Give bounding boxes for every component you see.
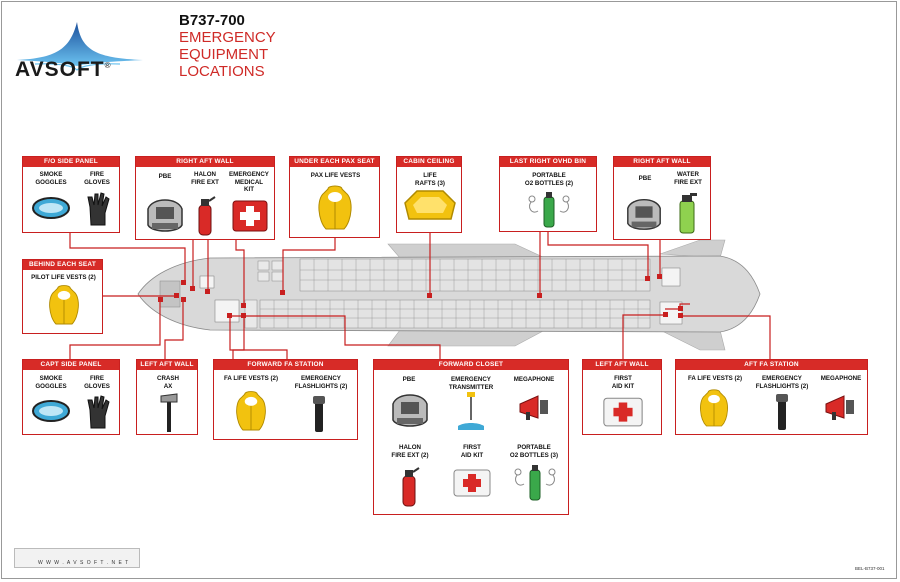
box-title: LAST RIGHT OVHD BIN bbox=[500, 157, 596, 167]
life-raft-icon bbox=[404, 190, 456, 220]
upper-stabilizer bbox=[659, 239, 726, 259]
box-title: FORWARD FA STATION bbox=[214, 360, 357, 370]
box-forward-fa-station: FORWARD FA STATION FA LIFE VESTS (2) EME… bbox=[213, 359, 358, 440]
avsoft-logo-icon bbox=[17, 22, 143, 71]
item-label: PBE bbox=[402, 376, 416, 383]
emergency-flashlight-icon bbox=[776, 394, 788, 430]
box-title: AFT FA STATION bbox=[676, 360, 867, 370]
portable-o2-bottle-icon bbox=[514, 465, 556, 501]
box-title: BEHIND EACH SEAT bbox=[23, 260, 102, 270]
item-label: PBE bbox=[158, 173, 172, 180]
emergency-flashlight-icon bbox=[313, 396, 325, 432]
box-title: CAPT SIDE PANEL bbox=[23, 360, 119, 370]
box-aft-fa-station: AFT FA STATION FA LIFE VESTS (2) EMERGEN… bbox=[675, 359, 868, 435]
halon-fire-extinguisher-icon bbox=[198, 196, 216, 236]
aircraft-model: B737-700 bbox=[179, 12, 245, 29]
seat-rows-upper bbox=[257, 258, 651, 292]
item-label: PBE bbox=[638, 175, 652, 182]
pilot-life-vest-icon bbox=[49, 285, 79, 325]
smoke-goggles-icon bbox=[32, 400, 70, 422]
box-under-each-pax-seat: UNDER EACH PAX SEAT PAX LIFE VESTS bbox=[289, 156, 380, 238]
item-label: PAX LIFE VESTS bbox=[310, 172, 361, 179]
leader-lines bbox=[69, 230, 771, 359]
smoke-goggles-icon bbox=[32, 197, 70, 219]
box-title: CABIN CEILING bbox=[397, 157, 461, 167]
box-title: FORWARD CLOSET bbox=[374, 360, 568, 370]
lower-wing bbox=[387, 329, 546, 347]
portable-o2-bottle-icon bbox=[528, 192, 570, 228]
item-label: PILOT LIFE VESTS (2) bbox=[31, 274, 96, 281]
box-title: LEFT AFT WALL bbox=[583, 360, 661, 370]
footer-legend-strip bbox=[14, 548, 140, 568]
megaphone-icon bbox=[825, 395, 854, 420]
fire-gloves-icon bbox=[87, 192, 110, 226]
page-title: B737-700 EMERGENCY EQUIPMENT LOCATIONS bbox=[179, 12, 276, 80]
first-aid-kit-icon bbox=[453, 469, 491, 497]
pbe-hood-icon bbox=[147, 199, 183, 232]
pbe-hood-icon bbox=[627, 198, 661, 230]
title-line-3: LOCATIONS bbox=[179, 63, 265, 80]
water-fire-extinguisher-icon bbox=[679, 193, 697, 234]
upper-wing bbox=[387, 243, 546, 259]
brand-name: AVSOFT® bbox=[15, 58, 112, 81]
emergency-medical-kit-icon bbox=[232, 200, 268, 232]
box-behind-each-seat: BEHIND EACH SEAT PILOT LIFE VESTS (2) bbox=[22, 259, 103, 334]
item-label: FA LIFE VESTS (2) bbox=[223, 375, 279, 382]
item-label: MEGAPHONE bbox=[820, 375, 862, 382]
fire-gloves-icon bbox=[87, 395, 110, 429]
pax-life-vest-icon bbox=[318, 185, 352, 230]
emergency-transmitter-icon bbox=[458, 392, 484, 430]
item-label: MEGAPHONE bbox=[513, 376, 555, 383]
box-title: RIGHT AFT WALL bbox=[136, 157, 274, 167]
box-title: LEFT AFT WALL bbox=[137, 360, 197, 370]
megaphone-icon bbox=[519, 395, 548, 420]
fa-life-vest-icon bbox=[236, 391, 266, 431]
crash-ax-icon bbox=[160, 393, 178, 432]
box-title: RIGHT AFT WALL bbox=[614, 157, 710, 167]
box-title: F/O SIDE PANEL bbox=[23, 157, 119, 167]
first-aid-kit-icon bbox=[603, 397, 643, 427]
title-line-1: EMERGENCY bbox=[179, 29, 276, 46]
seat-rows-lower bbox=[244, 299, 651, 329]
box-title: UNDER EACH PAX SEAT bbox=[290, 157, 379, 167]
halon-fire-extinguisher-icon bbox=[402, 467, 420, 507]
footer-url: W W W . A V S O F T . N E T bbox=[38, 560, 130, 566]
pbe-hood-icon bbox=[392, 394, 428, 427]
item-label: FA LIFE VESTS (2) bbox=[687, 375, 743, 382]
title-line-2: EQUIPMENT bbox=[179, 46, 269, 63]
lower-stabilizer bbox=[659, 329, 726, 351]
fa-life-vest-icon bbox=[700, 389, 728, 427]
document-code: BEL-B737-001 bbox=[855, 566, 885, 571]
